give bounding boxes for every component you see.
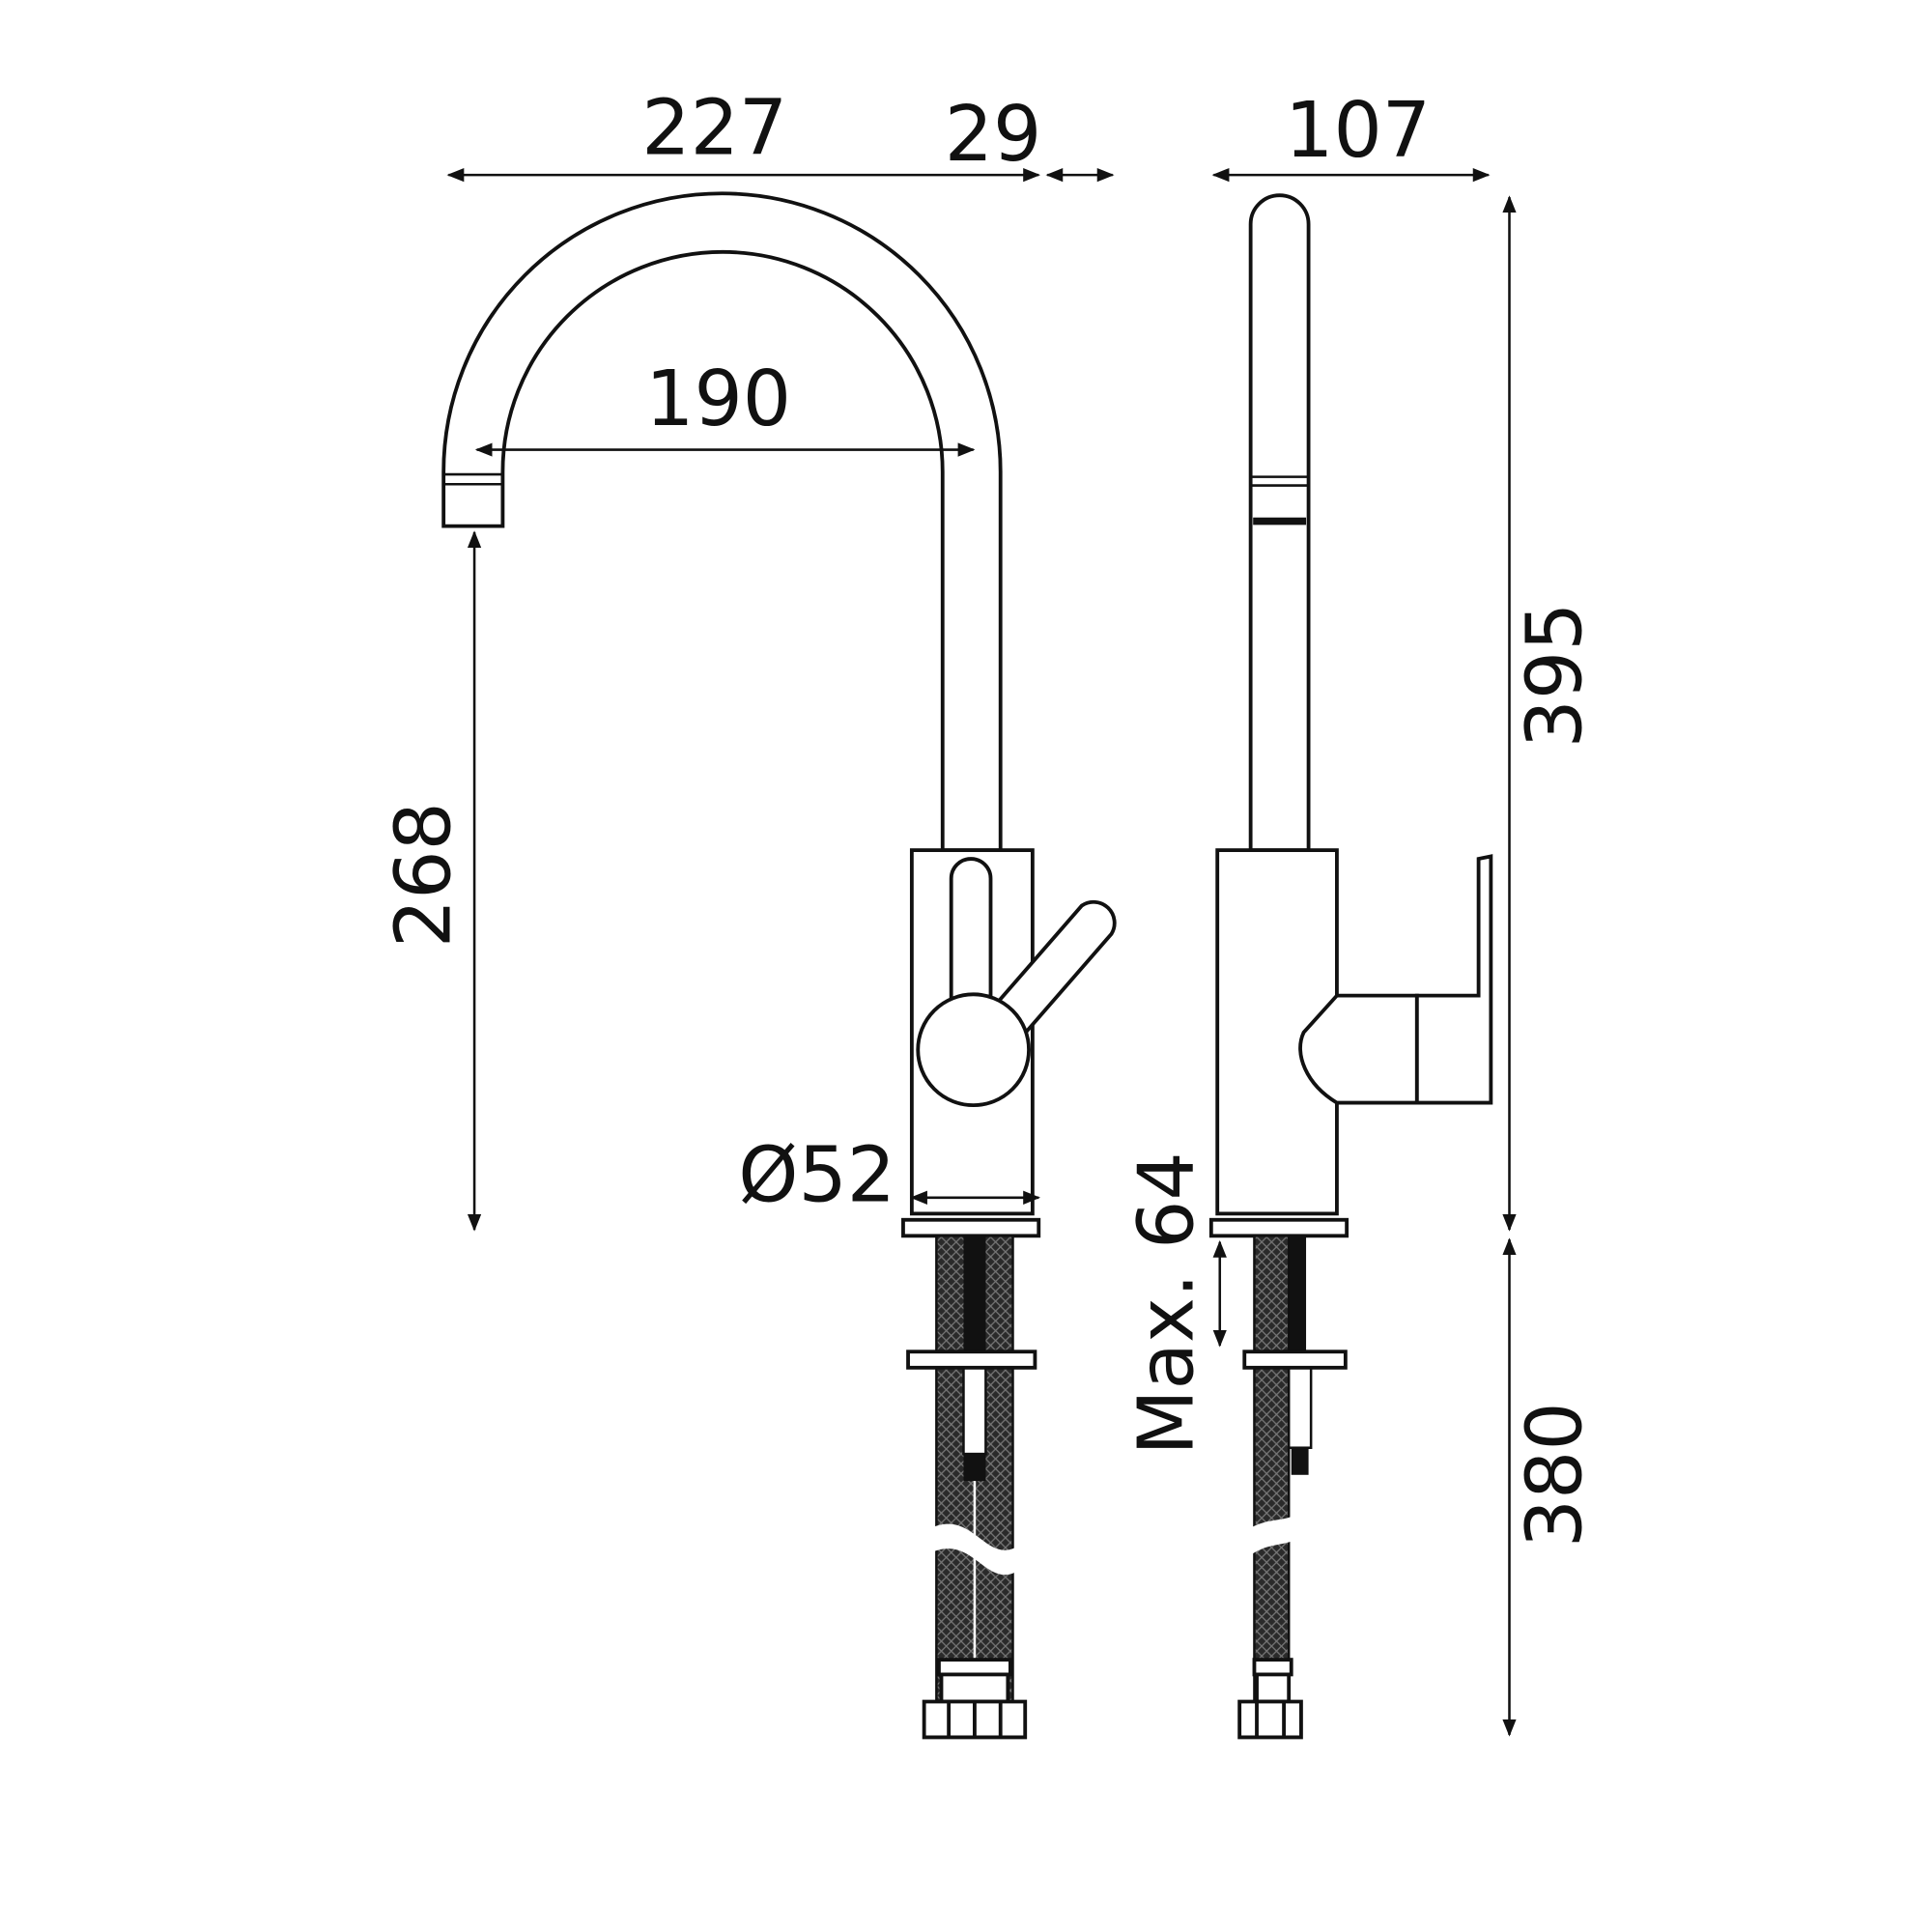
mounting-rod — [963, 1236, 986, 1352]
dimension-label-395: 395 — [1510, 603, 1599, 749]
dimension-label-29: 29 — [945, 90, 1042, 179]
hose-fitting-side — [1255, 1672, 1292, 1704]
mounting-rod-end — [963, 1454, 986, 1482]
dimension-label-227: 227 — [641, 83, 787, 172]
dimension-label-190: 190 — [645, 355, 791, 443]
hex-nuts — [922, 1699, 1028, 1740]
hose-fitting — [939, 1672, 1010, 1704]
spout — [441, 191, 1003, 853]
supply-hose-side — [1253, 1235, 1291, 1708]
dimension-label-diameter: Ø52 — [738, 1131, 895, 1220]
aerator-outlet — [1253, 517, 1307, 526]
base-plate — [901, 1217, 1041, 1238]
mounting-rod-end-side — [1291, 1447, 1309, 1475]
dimension-label-max-64: Max. 64 — [1122, 1151, 1211, 1455]
dimension-label-268: 268 — [380, 802, 469, 948]
hex-nut-side — [1237, 1699, 1303, 1740]
dimension-label-380: 380 — [1510, 1402, 1599, 1548]
handle-side — [1298, 993, 1419, 1105]
handle-cap-side — [1414, 854, 1493, 1105]
fixing-plate — [906, 1350, 1037, 1370]
mounting-nut — [962, 1366, 987, 1456]
fixing-plate-side — [1242, 1350, 1348, 1370]
dimension-label-107: 107 — [1285, 86, 1431, 175]
mounting-rod-side — [1289, 1236, 1307, 1352]
side-view: 107 Max. 64 395 380 — [1122, 86, 1599, 1740]
base-plate-side — [1208, 1217, 1350, 1238]
hose-break-side — [1250, 1515, 1294, 1555]
handle-knob — [916, 992, 1031, 1108]
hose-ferrule — [937, 1658, 1012, 1677]
hose-ferrule-side — [1252, 1658, 1293, 1677]
front-view: 227 29 190 268 Ø52 — [380, 83, 1117, 1740]
mounting-nut-side — [1287, 1366, 1313, 1449]
hose-break — [931, 1523, 1018, 1576]
